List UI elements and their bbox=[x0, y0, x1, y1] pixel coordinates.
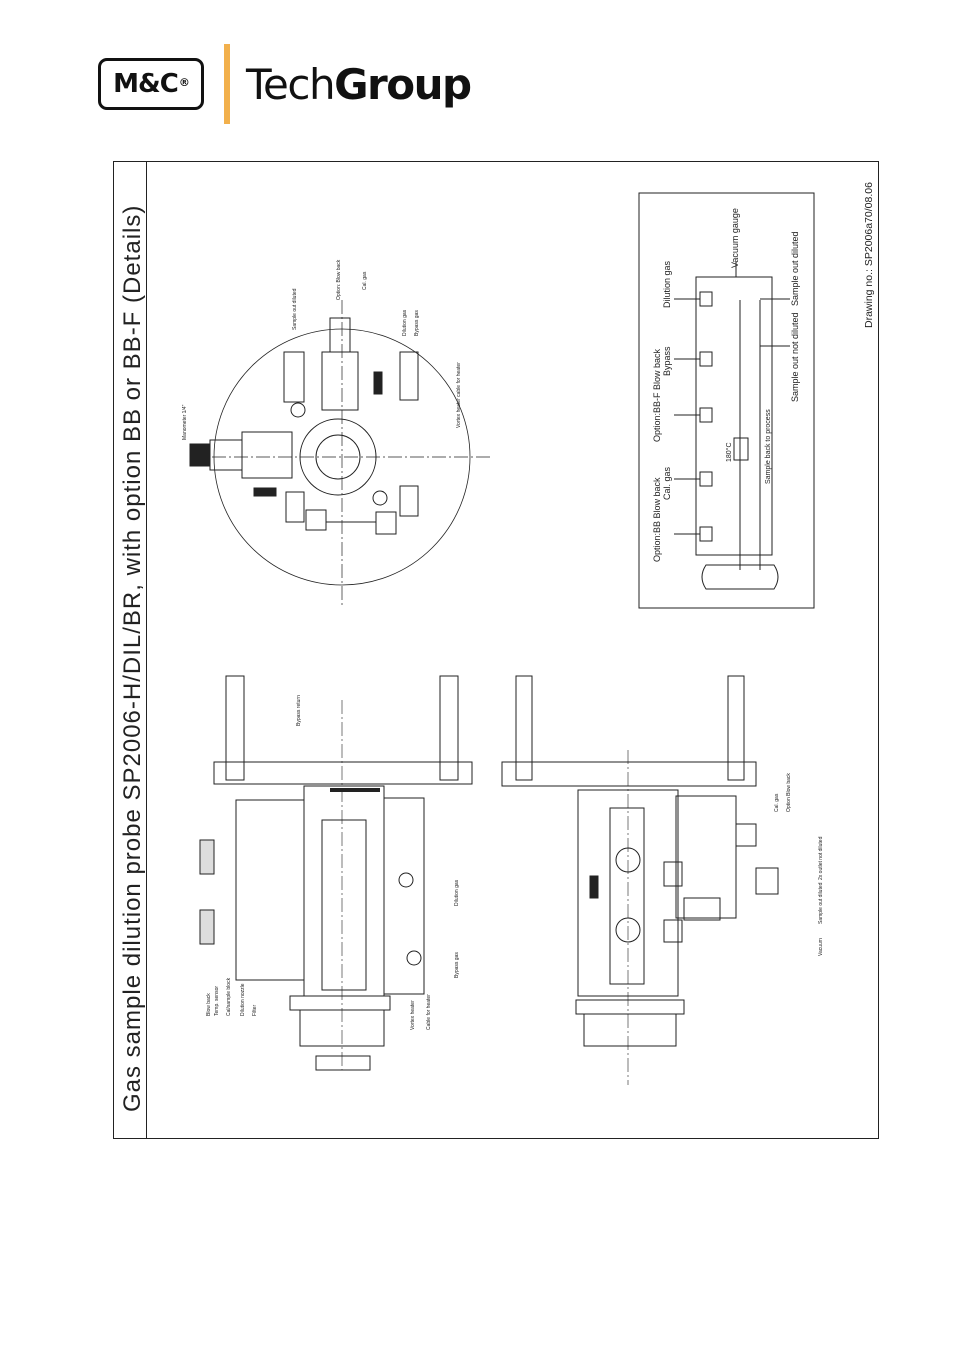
label-filter: Filter bbox=[252, 1005, 258, 1016]
label-vortex-heater-section: Vortex heater bbox=[410, 1000, 416, 1030]
label-bypass-schematic: Bypass bbox=[662, 346, 672, 376]
label-bypass-return: Bypass return bbox=[296, 695, 302, 726]
side-view-labels: Cal. gas Option Blow back 2x outlet not … bbox=[774, 773, 824, 956]
support-bar-left bbox=[225, 675, 245, 781]
label-sample-out-not-diluted: Sample out not diluted bbox=[790, 312, 800, 402]
knob-black-2 bbox=[253, 487, 277, 497]
label-cable-heater: Cable for heater bbox=[426, 994, 432, 1030]
support-bar-right bbox=[439, 675, 459, 781]
gear-top bbox=[199, 839, 215, 875]
fitting-a bbox=[663, 861, 683, 887]
heater-block bbox=[733, 437, 749, 461]
side-bar-right bbox=[727, 675, 745, 781]
label-cal-block: Cal/sample block bbox=[226, 977, 232, 1016]
label-vacuum-side: Vacuum bbox=[818, 938, 824, 956]
schematic bbox=[638, 192, 815, 609]
valve-bb bbox=[699, 526, 713, 542]
side-bottom-flange bbox=[575, 999, 685, 1015]
drawing-title: Gas sample dilution probe SP2006-H/DIL/B… bbox=[119, 205, 146, 1112]
fitting-bottom-left bbox=[285, 491, 305, 523]
manometer-block bbox=[241, 431, 293, 479]
side-bar-left bbox=[515, 675, 533, 781]
fitting-b bbox=[663, 919, 683, 943]
manifold bbox=[609, 807, 645, 985]
label-blow-back-side: Option Blow back bbox=[786, 773, 792, 812]
label-vacuum-gauge: Vacuum gauge bbox=[730, 208, 740, 268]
drawing-number: Drawing no.: SP2006a70/08.06 bbox=[863, 182, 875, 328]
gear-bottom bbox=[199, 909, 215, 945]
schematic-labels: Option:BB Blow back Cal. gas Option:BB-F… bbox=[652, 208, 800, 562]
fitting-top bbox=[329, 317, 351, 353]
section-view bbox=[199, 675, 473, 1071]
housing bbox=[235, 799, 305, 981]
handle bbox=[315, 1055, 371, 1071]
knob-black bbox=[373, 371, 383, 395]
label-dilution-gas-section: Dilution gas bbox=[454, 879, 460, 906]
right-plate bbox=[383, 797, 425, 995]
section-view-labels: Bypass return Dilution gas Bypass gas Vo… bbox=[206, 695, 460, 1030]
valve-cal bbox=[699, 471, 713, 487]
label-manometer: Manometer 1/4" bbox=[182, 404, 188, 440]
label-dilution-gas-schematic: Dilution gas bbox=[662, 260, 672, 308]
techgroup-logo: TechGroup bbox=[246, 60, 472, 109]
valve-block bbox=[321, 351, 359, 411]
fitting-bottom-right bbox=[375, 511, 397, 535]
title-divider bbox=[146, 161, 147, 1139]
label-cal-gas-side: Cal. gas bbox=[774, 793, 780, 812]
label-cal-gas: Cal. gas bbox=[362, 271, 368, 290]
inner-circle bbox=[315, 434, 361, 480]
side-flange bbox=[501, 761, 757, 787]
side-view bbox=[501, 675, 779, 1085]
side-bottom-block bbox=[583, 1013, 677, 1047]
inner-tube bbox=[321, 819, 367, 991]
fitting-c bbox=[683, 897, 721, 921]
valve-bypass bbox=[699, 351, 713, 367]
label-option-bbf: Option:BB-F Blow back bbox=[652, 348, 662, 442]
label-cal-gas-schematic: Cal. gas bbox=[662, 466, 672, 500]
label-vortex-heater: Vortex heater cable for heater bbox=[456, 362, 462, 428]
black-knob-side bbox=[589, 875, 599, 899]
probe-body bbox=[303, 785, 385, 997]
nozzle-circle-2 bbox=[406, 950, 422, 966]
label-blow-back-section: Blow back bbox=[206, 993, 212, 1016]
label-bypass-gas: Bypass gas bbox=[414, 310, 420, 336]
label-outlet-side: 2x outlet not diluted bbox=[818, 836, 824, 880]
top-view-labels: Sample out diluted Option: Blow back Cal… bbox=[182, 259, 462, 440]
label-bypass-gas-section: Bypass gas bbox=[454, 952, 460, 978]
schematic-inner-box bbox=[695, 276, 773, 556]
fitting-right-1 bbox=[399, 351, 419, 401]
flange-bottom bbox=[289, 995, 391, 1011]
probe-tube bbox=[701, 564, 779, 590]
top-view bbox=[189, 300, 492, 605]
schematic-frame bbox=[638, 192, 815, 609]
side-bracket bbox=[675, 795, 737, 919]
label-sample-out-diluted: Sample out diluted bbox=[292, 288, 298, 330]
fitting-d bbox=[755, 867, 779, 895]
mc-logo: M&C® bbox=[98, 58, 204, 110]
label-sample-back: Sample back to process bbox=[765, 409, 772, 484]
logo-divider bbox=[224, 44, 230, 124]
label-nozzle: Dilution nozzle bbox=[240, 983, 246, 1016]
hole-top bbox=[290, 402, 306, 418]
label-temperature: 180°C bbox=[725, 442, 733, 462]
label-temp-sensor: Temp. sensor bbox=[214, 986, 220, 1016]
label-blow-back: Option: Blow back bbox=[336, 259, 342, 300]
housing-circle bbox=[299, 418, 377, 496]
valve-bbf bbox=[699, 407, 713, 423]
fitting-left bbox=[283, 351, 305, 403]
label-sample-out-diluted: Sample out diluted bbox=[790, 231, 800, 306]
drawing-frame bbox=[113, 161, 879, 1139]
fitting-bottom bbox=[305, 509, 327, 531]
hole-bottom bbox=[372, 490, 388, 506]
label-dilution-gas: Dilution gas bbox=[402, 309, 408, 336]
label-sample-out-side: Sample out diluted bbox=[818, 882, 824, 924]
fitting-e bbox=[735, 823, 757, 847]
fitting-right-2 bbox=[399, 485, 419, 517]
nozzle-circle-1 bbox=[398, 872, 414, 888]
flange-plate bbox=[213, 761, 473, 785]
label-option-bb: Option:BB Blow back bbox=[652, 477, 662, 562]
manometer-knob bbox=[189, 443, 211, 467]
valve-dilution bbox=[699, 291, 713, 307]
